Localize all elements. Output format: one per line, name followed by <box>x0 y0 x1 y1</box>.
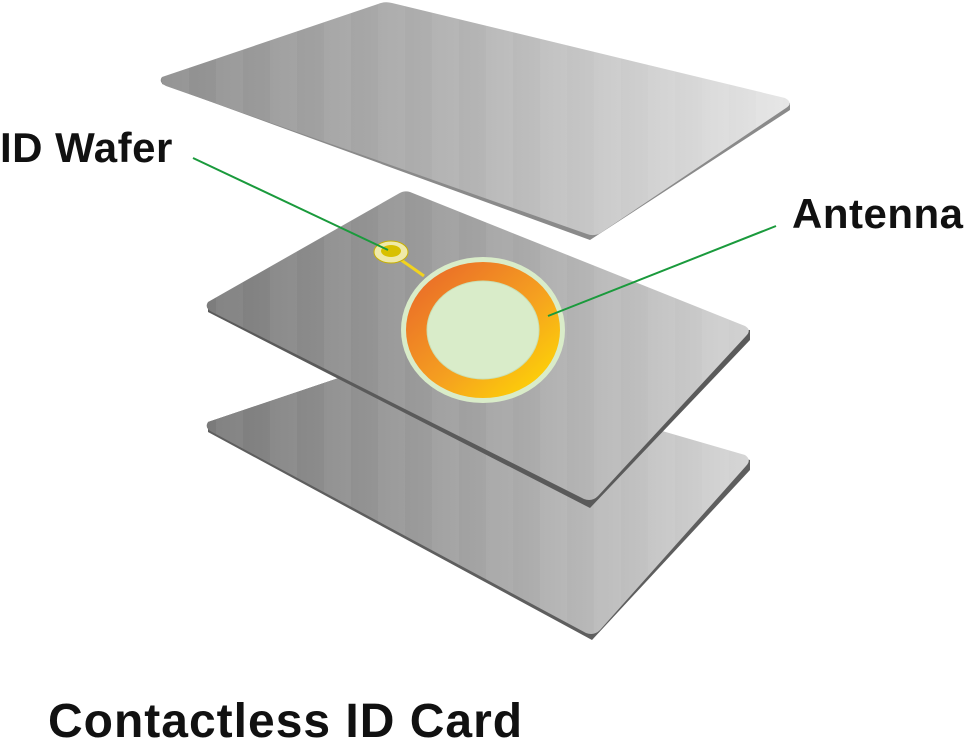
antenna-label: Antenna <box>792 190 964 237</box>
antenna-leader-line <box>547 225 777 317</box>
wafer-leader-line <box>192 157 389 251</box>
antenna-coil <box>401 257 565 403</box>
diagram-title: Contactless ID Card <box>48 695 524 748</box>
id-wafer-label: ID Wafer <box>0 124 173 171</box>
id-wafer-chip <box>373 240 409 264</box>
top-card-layer <box>160 2 790 240</box>
